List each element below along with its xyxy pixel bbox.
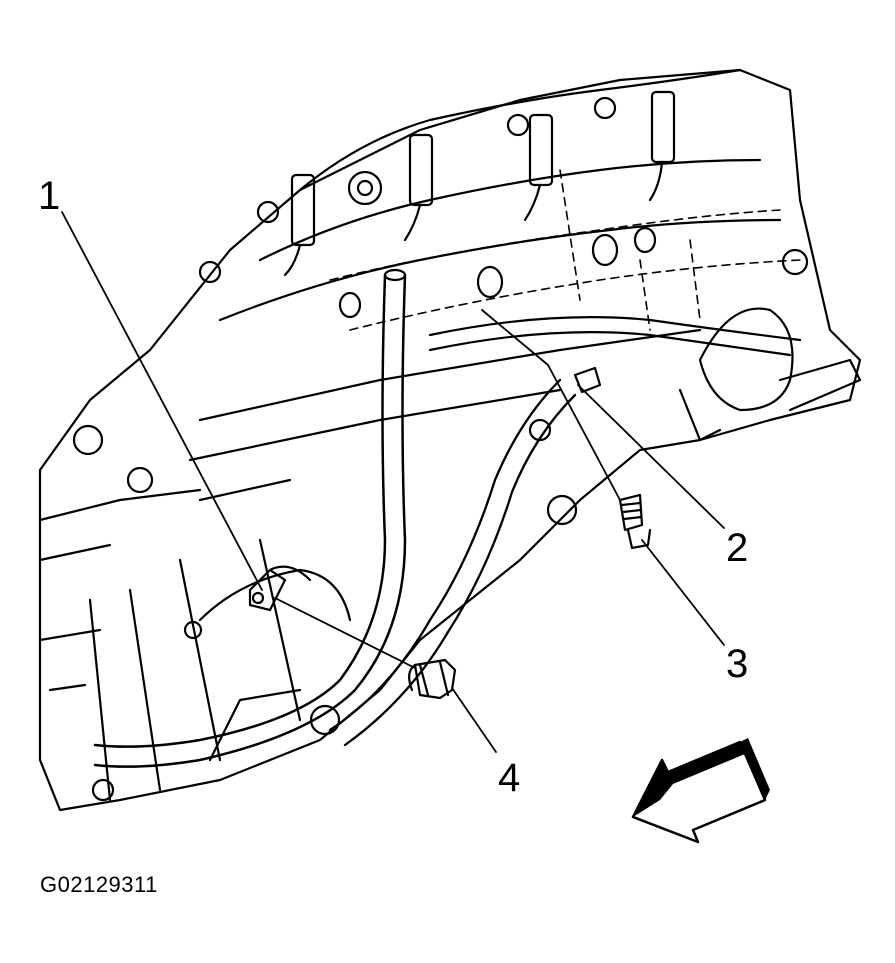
wiring-harness-main — [93, 273, 387, 748]
manifold-top — [298, 68, 742, 192]
hidden-lines — [329, 169, 801, 331]
callout-3: 3 — [726, 642, 749, 686]
manifold-middle — [258, 158, 762, 262]
block-ribs — [88, 328, 702, 802]
front-direction-arrow-icon — [631, 738, 770, 844]
ground-strap-terminal — [248, 565, 312, 612]
manifold-lower — [218, 218, 782, 322]
wiring-harness-secondary — [328, 378, 562, 732]
wiring-harness-main-inner — [93, 273, 407, 768]
callout-4: 4 — [498, 756, 521, 800]
leader-lines — [61, 211, 725, 753]
figure-id: G02129311 — [40, 872, 158, 897]
right-mount — [678, 248, 862, 442]
bolt-4 — [408, 658, 457, 700]
top-bolts — [198, 96, 617, 284]
coil-packs — [283, 90, 676, 277]
engine-block-outline — [38, 68, 862, 812]
exhaust-ports — [338, 226, 657, 319]
harness-clip — [573, 366, 602, 394]
callout-1: 1 — [38, 174, 61, 218]
bolt-3 — [618, 493, 652, 550]
wiring-harness-upper — [428, 316, 802, 342]
lower-bosses — [72, 418, 578, 802]
callout-2: 2 — [726, 526, 749, 570]
